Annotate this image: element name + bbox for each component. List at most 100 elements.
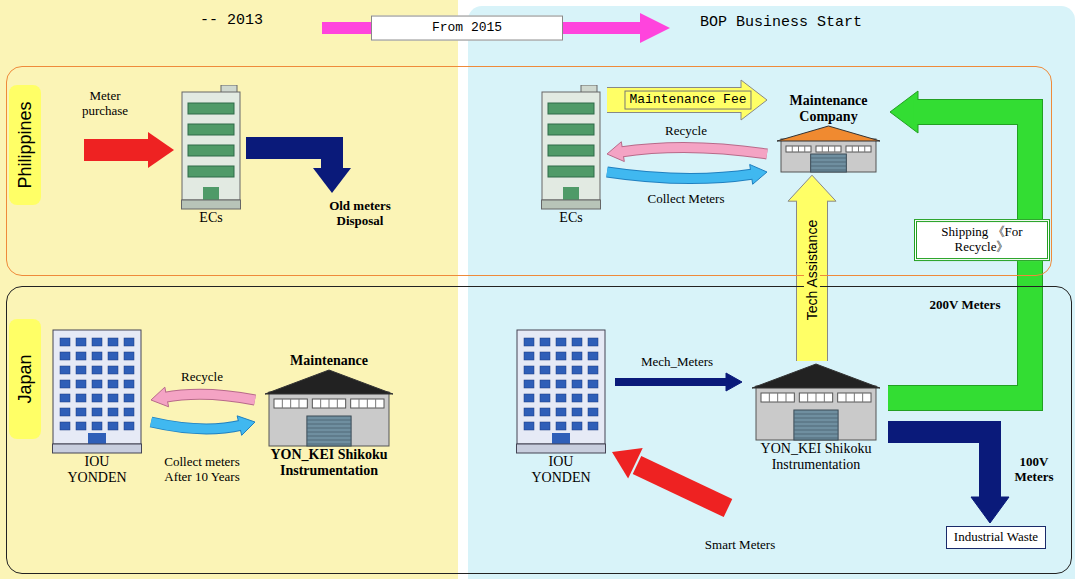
building-body — [517, 330, 605, 444]
window-mullion — [824, 393, 825, 402]
window — [572, 422, 582, 430]
window — [92, 338, 102, 346]
window-mullion — [320, 399, 321, 408]
arrow-shaft — [620, 147, 767, 154]
shutter-slat — [794, 414, 838, 415]
window — [588, 366, 598, 374]
facility-label: IOU YONDEN — [62, 454, 132, 486]
arrow-label: Maintenance Fee — [624, 91, 751, 110]
window-mullion — [864, 146, 865, 152]
window — [524, 408, 534, 416]
building-icon — [751, 363, 881, 441]
window — [588, 338, 598, 346]
smart-meter-arrow-head — [612, 448, 643, 479]
window — [124, 366, 134, 374]
window-band — [548, 166, 594, 177]
window — [108, 422, 118, 430]
window — [108, 338, 118, 346]
panel-heading: -- 2013 — [200, 12, 263, 29]
window-band — [548, 145, 594, 156]
shutter-slat — [307, 436, 351, 437]
window-mullion — [858, 146, 859, 152]
window — [524, 422, 534, 430]
flow-arrow — [615, 373, 742, 391]
arrow-shaft — [888, 432, 990, 501]
window-mullion — [854, 393, 855, 402]
window-mullion — [852, 146, 853, 152]
window — [76, 422, 86, 430]
window — [540, 338, 550, 346]
panel-heading: BOP Business Start — [700, 14, 862, 31]
window — [588, 422, 598, 430]
arrow-label: Collect meters After 10 Years — [152, 455, 252, 485]
window-mullion — [786, 393, 787, 402]
window-band — [548, 124, 594, 135]
warehouse-body — [756, 386, 876, 440]
shutter — [794, 410, 838, 440]
flow-arrow — [607, 80, 767, 120]
arrow-shaft — [607, 172, 754, 179]
window-band — [188, 103, 234, 114]
building-icon — [52, 329, 142, 454]
note-label: Smart Meters — [705, 538, 775, 553]
arrow-label: Tech Assistance — [804, 217, 820, 323]
window — [92, 422, 102, 430]
window — [124, 352, 134, 360]
shutter-slat — [794, 438, 838, 439]
window — [588, 394, 598, 402]
window-mullion — [367, 399, 368, 408]
window-mullion — [798, 146, 799, 152]
window — [76, 366, 86, 374]
window-mullion — [846, 393, 847, 402]
building-body — [542, 92, 600, 200]
window — [92, 380, 102, 388]
arrow-outline — [164, 394, 255, 400]
window-mullion — [299, 399, 300, 408]
facility-label: YON_KEI Shikoku Instrumentation — [746, 441, 886, 473]
flow-arrow — [607, 164, 767, 184]
window — [60, 380, 70, 388]
facility-node: Maintenance Company — [771, 93, 886, 173]
shutter-slat — [794, 426, 838, 427]
shutter — [811, 154, 847, 172]
window — [524, 394, 534, 402]
facility-label: IOU YONDEN — [526, 454, 596, 486]
window — [124, 422, 134, 430]
building-base — [182, 200, 241, 209]
facility-node: YON_KEI Shikoku Instrumentation — [746, 363, 886, 473]
building-body — [53, 330, 141, 444]
window — [588, 408, 598, 416]
window-mullion — [862, 393, 863, 402]
window-strip — [312, 399, 345, 408]
country-name: Philippines — [15, 101, 36, 188]
window — [556, 380, 566, 388]
arrow-label: Recycle — [665, 124, 707, 139]
window-strip — [846, 146, 871, 152]
window — [108, 352, 118, 360]
window — [124, 408, 134, 416]
warehouse-roof — [777, 126, 880, 141]
window — [540, 422, 550, 430]
window — [524, 380, 534, 388]
shutter-slat — [794, 430, 838, 431]
facility-label: Maintenance Company — [771, 93, 886, 125]
window-strip — [786, 146, 811, 152]
window-mullion — [834, 146, 835, 152]
facility-node: ECs — [539, 85, 603, 226]
window — [76, 394, 86, 402]
shutter-slat — [811, 162, 847, 163]
warehouse-roof — [752, 364, 880, 388]
facility-node: ECs — [179, 85, 243, 226]
window — [60, 422, 70, 430]
window — [76, 338, 86, 346]
shutter-slat — [794, 434, 838, 435]
window — [588, 352, 598, 360]
window — [572, 338, 582, 346]
facility-label: Maintenance — [259, 353, 399, 369]
window — [76, 352, 86, 360]
arrow-shaft — [797, 197, 827, 361]
building-icon — [264, 369, 394, 447]
window — [540, 380, 550, 388]
